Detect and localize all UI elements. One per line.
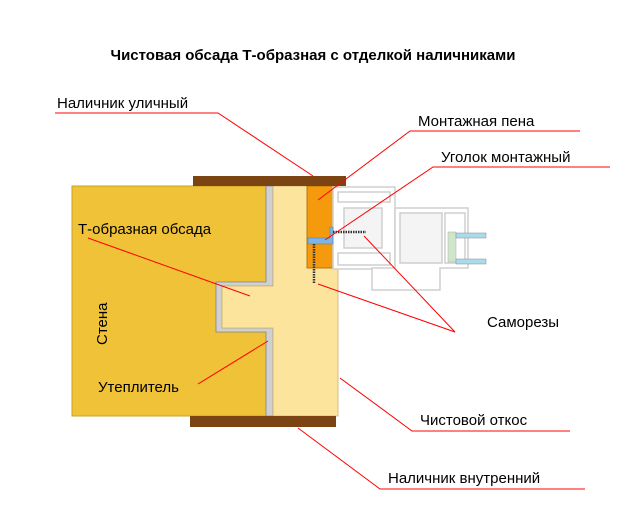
glass-seal xyxy=(447,231,457,263)
label-insulation: Утеплитель xyxy=(98,379,179,396)
label-casing: Т-образная обсада xyxy=(78,221,212,238)
glazing-bead-bottom xyxy=(455,258,487,265)
diagram-title: Чистовая обсада Т-образная с отделкой на… xyxy=(111,47,516,64)
label-foam: Монтажная пена xyxy=(418,113,535,130)
label-finish-slope: Чистовой откос xyxy=(420,412,528,429)
label-inner-trim: Наличник внутренний xyxy=(388,470,540,487)
mounting-bracket xyxy=(307,226,334,245)
label-wall: Стена xyxy=(94,302,111,345)
glazing-bead-top xyxy=(455,232,487,239)
label-screws: Саморезы xyxy=(487,314,559,331)
outer-trim xyxy=(193,176,346,186)
label-bracket: Уголок монтажный xyxy=(441,149,570,166)
label-outer-trim: Наличник уличный xyxy=(57,95,188,112)
inner-trim xyxy=(190,416,336,427)
leader-lines xyxy=(55,112,610,490)
